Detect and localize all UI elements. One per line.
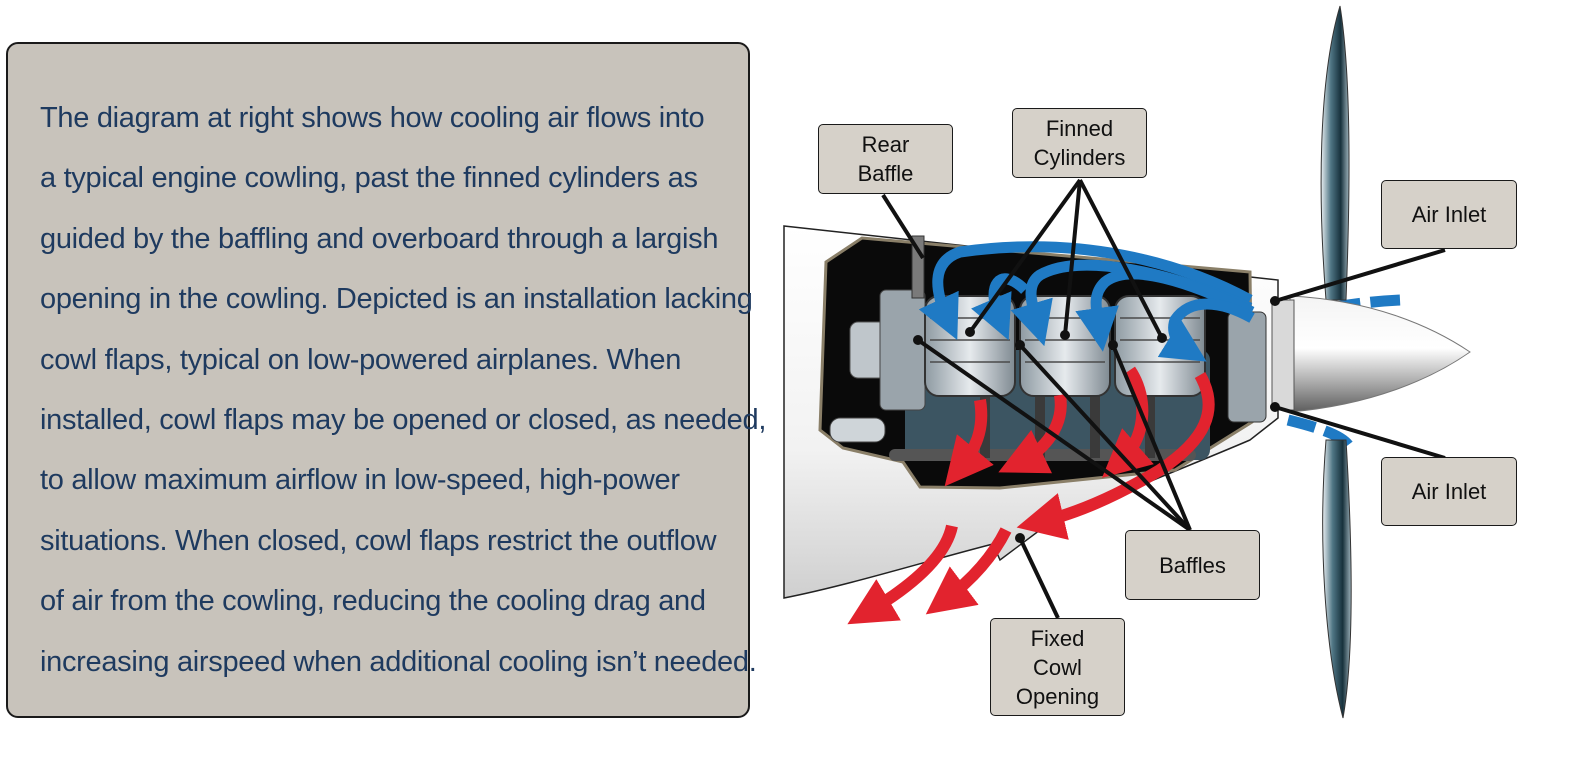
description-line: installed, cowl flaps may be opened or c… <box>40 404 767 437</box>
leader-dots <box>913 296 1280 543</box>
label-finned-cylinders: Finned Cylinders <box>1012 108 1147 178</box>
label-air-inlet-top: Air Inlet <box>1381 180 1517 249</box>
leader-lines <box>881 178 1446 619</box>
label-baffles: Baffles <box>1125 530 1260 600</box>
description-line: situations. When closed, cowl flaps rest… <box>40 524 717 557</box>
description-line: The diagram at right shows how cooling a… <box>40 102 705 134</box>
description-line: to allow maximum airflow in low-speed, h… <box>40 464 680 497</box>
description-line: cowl flaps, typical on low-powered airpl… <box>40 343 682 376</box>
description-panel: The diagram at right shows how cooling a… <box>6 42 767 718</box>
description-line: increasing airspeed when additional cool… <box>40 645 757 678</box>
label-fixed-cowl-opening: Fixed Cowl Opening <box>990 618 1125 716</box>
label-air-inlet-bottom: Air Inlet <box>1381 457 1517 526</box>
label-rear-baffle: Rear Baffle <box>818 124 953 194</box>
description-line: guided by the baffling and overboard thr… <box>40 222 719 255</box>
propeller-blade <box>1322 439 1352 719</box>
description-line: of air from the cowling, reducing the co… <box>40 585 706 618</box>
spinner-bulkhead <box>1271 299 1295 411</box>
description-line: a typical engine cowling, past the finne… <box>40 162 698 195</box>
description-line: opening in the cowling. Depicted is an i… <box>40 283 753 316</box>
spinner <box>1289 295 1471 413</box>
propeller-blade <box>1320 5 1350 301</box>
